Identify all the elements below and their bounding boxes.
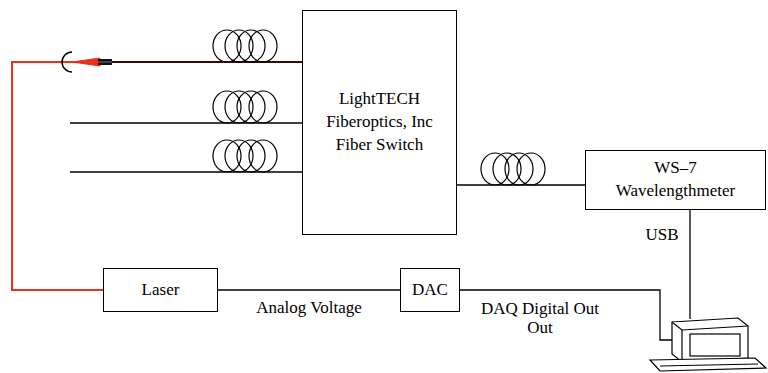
coupler-lens: [62, 52, 72, 72]
signal-wire: [218, 289, 400, 290]
laser-fiber: [12, 62, 302, 290]
fiber-ferrule: [98, 62, 112, 63]
meter-box: WS–7 Wavelengthmeter: [585, 150, 766, 210]
device-box: DAC: [400, 268, 460, 312]
port-label: USB: [640, 226, 684, 245]
box-label: Laser: [142, 279, 180, 302]
signal-label: DAQ Digital Out Out: [470, 300, 610, 337]
fiber-lead: [110, 61, 302, 62]
box-label: DAC: [412, 279, 448, 302]
fiber-ferrule: [98, 59, 112, 65]
switch-box: LightTECH Fiberoptics, Inc Fiber Switch: [302, 10, 457, 235]
box-label: WS–7 Wavelengthmeter: [600, 157, 751, 203]
usb-wire: [689, 210, 690, 319]
signal-label: Analog Voltage: [229, 299, 389, 318]
box-label: LightTECH Fiberoptics, Inc Fiber Switch: [312, 88, 447, 157]
computer-icon: [650, 318, 766, 371]
laser-beam: [72, 58, 100, 66]
device-box: Laser: [103, 268, 218, 312]
daq-wire: [460, 290, 672, 340]
